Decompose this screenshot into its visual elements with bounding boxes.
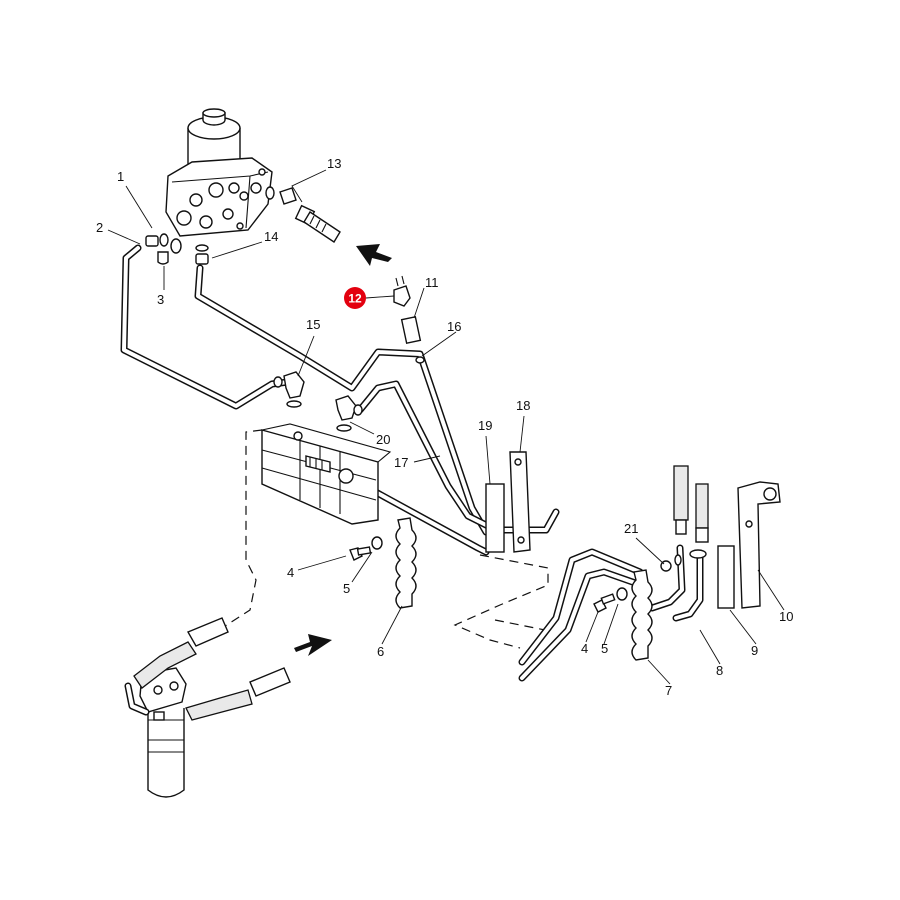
- callout-labels: 1 2 3 13 14 11 16 15 20 17 19 18 4 5 6 2…: [96, 156, 793, 698]
- callout-16: 16: [447, 319, 461, 334]
- callout-21: 21: [624, 521, 638, 536]
- control-valve-assembly: [165, 108, 273, 237]
- hydraulic-pump: [261, 423, 392, 525]
- bracket-9: [717, 545, 735, 609]
- bracket-10: [737, 481, 781, 609]
- highlight-marker[interactable]: [344, 287, 366, 309]
- callout-10: 10: [779, 609, 793, 624]
- flow-arrow-bottom: [294, 634, 332, 656]
- right-fittings: [660, 465, 709, 572]
- callout-12: 12: [348, 292, 362, 306]
- callout-1: 1: [117, 169, 124, 184]
- callout-20: 20: [376, 432, 390, 447]
- callout-19: 19: [478, 418, 492, 433]
- pipe-brackets: [485, 451, 531, 553]
- pipe-clamp-6: [395, 517, 417, 609]
- callout-9: 9: [751, 643, 758, 658]
- callout-13: 13: [327, 156, 341, 171]
- callout-7: 7: [665, 683, 672, 698]
- elbow-fittings: [273, 371, 363, 432]
- callout-2: 2: [96, 220, 103, 235]
- callout-14: 14: [264, 229, 278, 244]
- valve-fittings: [145, 186, 341, 265]
- callout-8: 8: [716, 663, 723, 678]
- callout-6: 6: [377, 644, 384, 659]
- hydraulic-pipes: [120, 244, 704, 682]
- dashed-routing-lines: [221, 429, 549, 649]
- pipe-clamp-7: [631, 569, 653, 661]
- callout-4-right: 4: [581, 641, 588, 656]
- bolt-washer-left: [349, 536, 383, 561]
- callout-18: 18: [516, 398, 530, 413]
- leader-lines: [107, 169, 785, 685]
- callout-3: 3: [157, 292, 164, 307]
- suction-filter-assembly: [124, 617, 291, 798]
- callout-12-highlight[interactable]: 12: [344, 287, 395, 309]
- flow-arrow-top: [356, 244, 392, 266]
- callout-15: 15: [306, 317, 320, 332]
- callout-5-left: 5: [343, 581, 350, 596]
- callout-11: 11: [425, 275, 439, 290]
- callout-17: 17: [394, 455, 408, 470]
- flow-arrows: [294, 244, 392, 656]
- callout-5-right: 5: [601, 641, 608, 656]
- callout-4-left: 4: [287, 565, 294, 580]
- bolt-washer-right: [593, 587, 628, 613]
- pressure-switch: [393, 275, 425, 364]
